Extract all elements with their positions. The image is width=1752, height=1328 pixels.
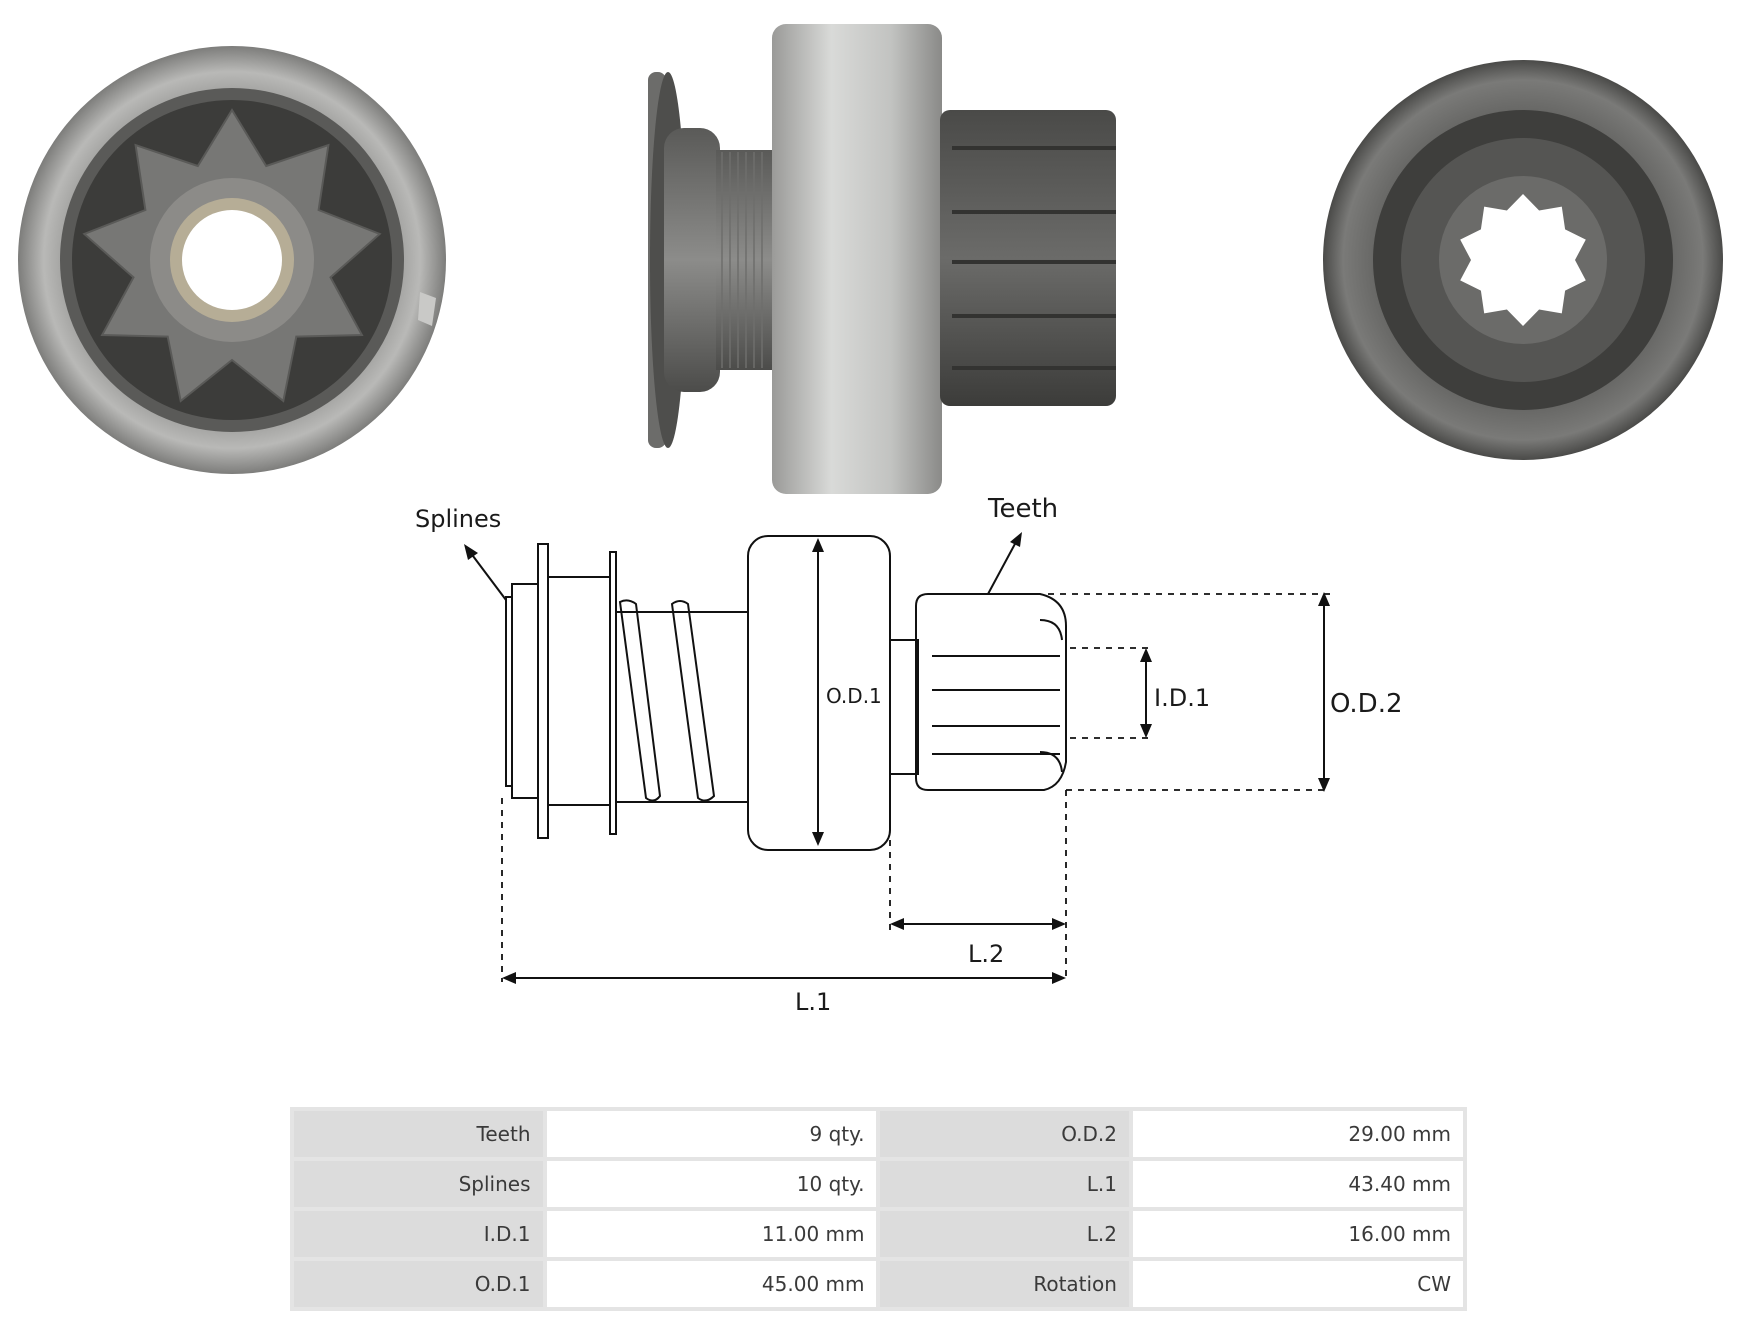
spec-value: 16.00 mm (1132, 1211, 1463, 1257)
spec-value: 10 qty. (546, 1161, 877, 1207)
spec-key: Splines (294, 1161, 543, 1207)
table-row: Splines 10 qty. L.1 43.40 mm (294, 1161, 1463, 1207)
spec-value: 9 qty. (546, 1111, 877, 1157)
side-view-photo (648, 24, 1116, 494)
spec-key: L.1 (880, 1161, 1129, 1207)
teeth-label: Teeth (987, 494, 1058, 524)
front-view-photo (18, 46, 446, 474)
spec-key: O.D.2 (880, 1111, 1129, 1157)
splines-label: Splines (415, 505, 501, 533)
spec-value: 45.00 mm (546, 1261, 877, 1307)
technical-drawing (469, 535, 1330, 982)
spec-key: Teeth (294, 1111, 543, 1157)
table-row: O.D.1 45.00 mm Rotation CW (294, 1261, 1463, 1307)
spec-key: I.D.1 (294, 1211, 543, 1257)
table-row: I.D.1 11.00 mm L.2 16.00 mm (294, 1211, 1463, 1257)
spline-bore (1460, 194, 1586, 326)
spec-key: Rotation (880, 1261, 1129, 1307)
l2-label: L.2 (968, 940, 1004, 968)
table-row: Teeth 9 qty. O.D.2 29.00 mm (294, 1111, 1463, 1157)
spec-value: CW (1132, 1261, 1463, 1307)
od2-label: O.D.2 (1330, 689, 1403, 719)
spec-value: 11.00 mm (546, 1211, 877, 1257)
l1-label: L.1 (795, 988, 831, 1016)
spec-value: 43.40 mm (1132, 1161, 1463, 1207)
spec-key: O.D.1 (294, 1261, 543, 1307)
rear-view-photo (1323, 60, 1723, 460)
spec-key: L.2 (880, 1211, 1129, 1257)
spec-value: 29.00 mm (1132, 1111, 1463, 1157)
arrow-heads (464, 532, 1330, 984)
id1-label: I.D.1 (1154, 684, 1210, 712)
od1-label: O.D.1 (826, 684, 882, 708)
spec-table: Teeth 9 qty. O.D.2 29.00 mm Splines 10 q… (290, 1107, 1467, 1311)
